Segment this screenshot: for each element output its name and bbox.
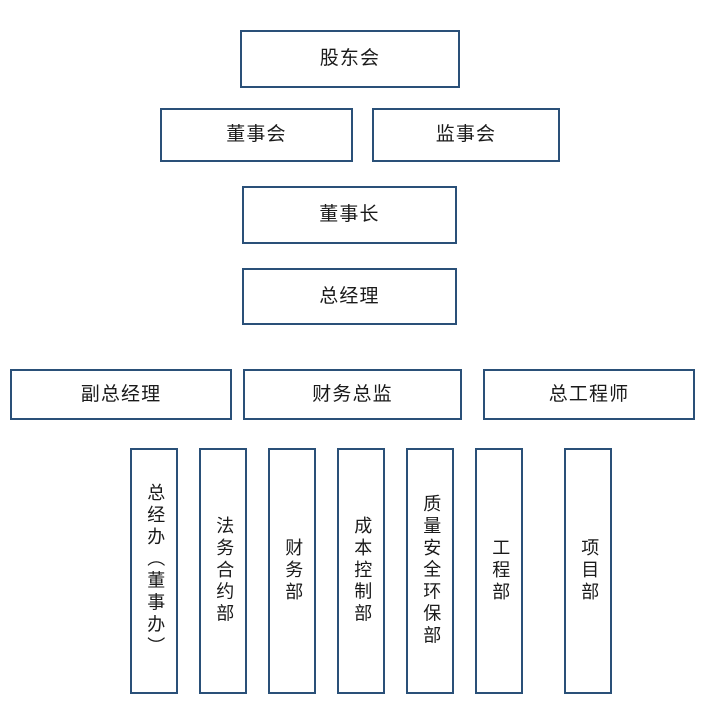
- org-node: 监事会: [372, 108, 560, 162]
- org-node-label: 工程部: [489, 538, 511, 604]
- org-node: 项目部: [564, 448, 612, 694]
- org-node: 法务合约部: [199, 448, 247, 694]
- org-node-label: 董事会: [226, 123, 287, 146]
- org-node: 总经办（董事办）: [130, 448, 178, 694]
- org-node-label: 总经理: [319, 284, 380, 307]
- org-node: 成本控制部: [337, 448, 385, 694]
- org-node: 董事会: [160, 108, 353, 162]
- org-node-label: 成本控制部: [351, 516, 373, 626]
- org-node: 工程部: [475, 448, 523, 694]
- org-node-label: 项目部: [578, 538, 600, 604]
- org-node-label: 财务总监: [312, 382, 393, 405]
- org-node: 质量安全环保部: [406, 448, 454, 694]
- org-node: 董事长: [242, 186, 457, 244]
- org-node: 总经理: [242, 268, 457, 325]
- org-node-label: 总经办（董事办）: [144, 483, 166, 659]
- org-node: 副总经理: [10, 369, 232, 420]
- org-node: 股东会: [240, 30, 460, 88]
- org-node: 财务总监: [243, 369, 462, 420]
- org-node-label: 法务合约部: [213, 516, 235, 626]
- org-node-label: 财务部: [282, 538, 304, 604]
- org-node-label: 总工程师: [548, 382, 630, 405]
- org-node: 总工程师: [483, 369, 695, 420]
- org-node-label: 副总经理: [80, 382, 162, 405]
- org-node-label: 董事长: [319, 203, 380, 226]
- org-node: 财务部: [268, 448, 316, 694]
- org-node-label: 质量安全环保部: [420, 494, 442, 648]
- org-node-label: 监事会: [435, 123, 497, 146]
- org-node-label: 股东会: [319, 47, 381, 70]
